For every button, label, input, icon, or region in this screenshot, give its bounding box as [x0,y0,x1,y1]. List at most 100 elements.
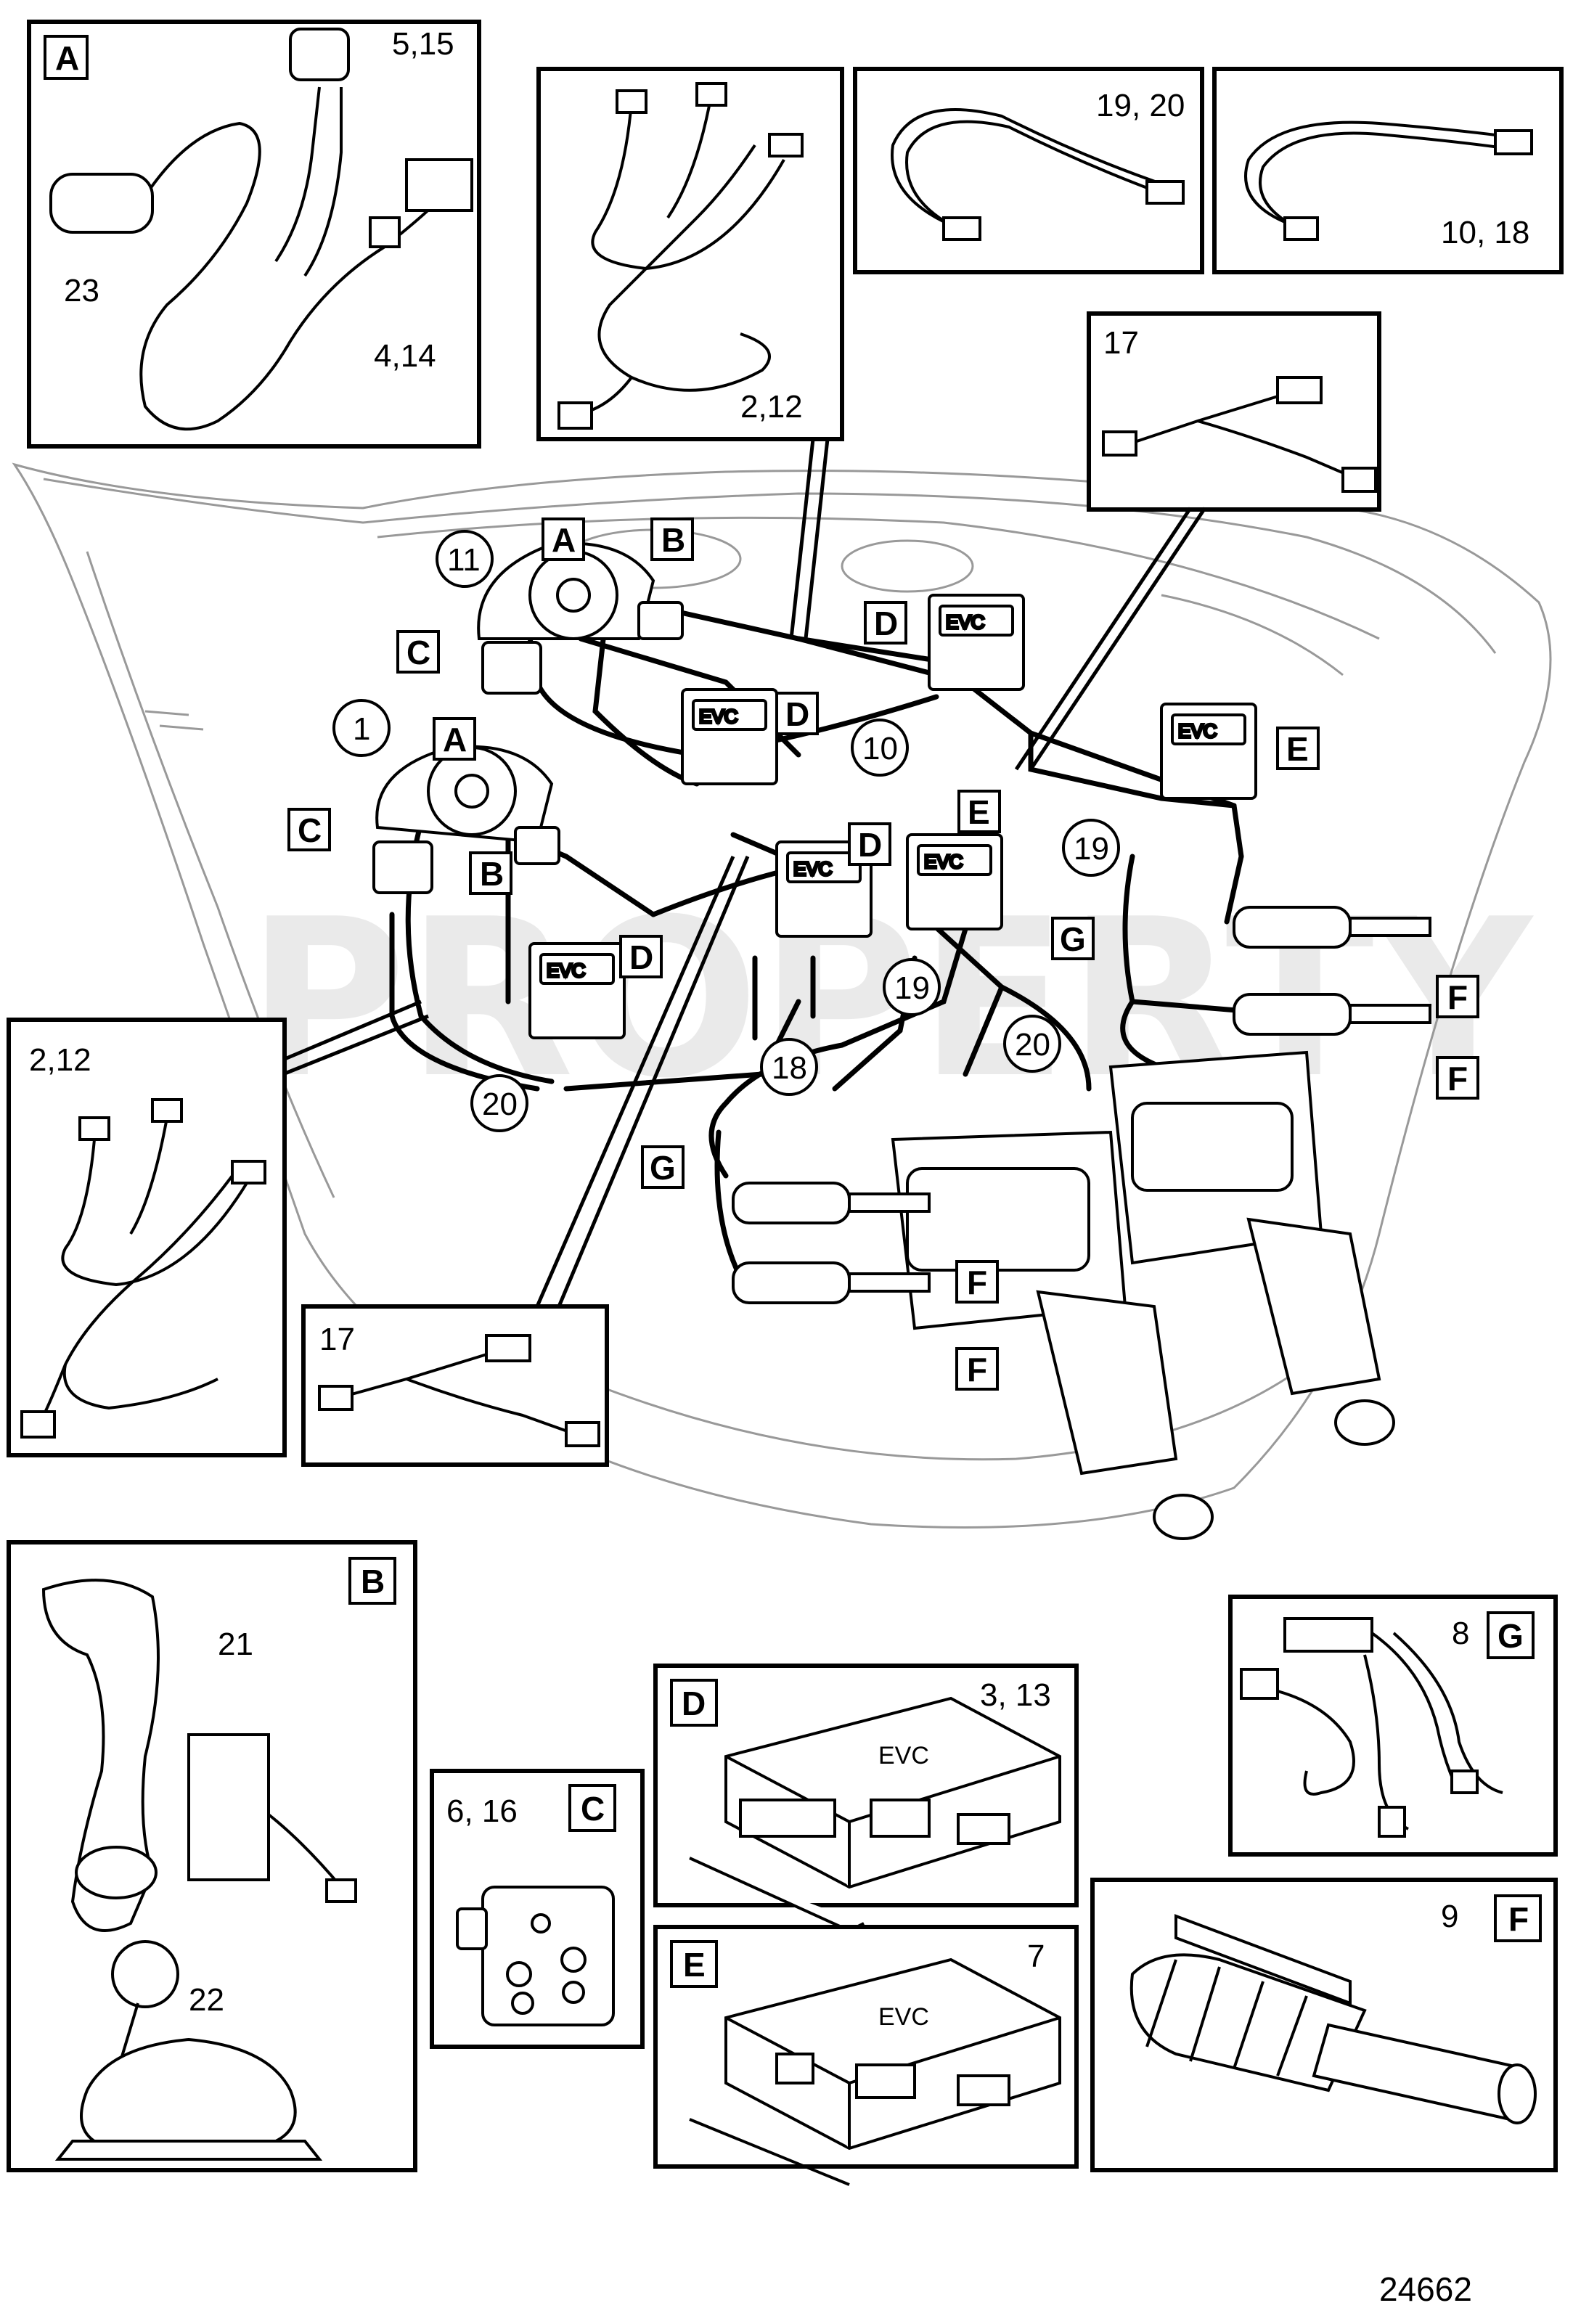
actuator-f-3 [732,1182,931,1224]
callout-b-upper: B [650,517,694,561]
svg-text:G: G [650,1149,676,1187]
part-label-9: 9 [1441,1899,1458,1934]
callout-19-a: 19 [1062,819,1120,877]
evc-module-e-upper: EVC [1160,703,1257,800]
svg-text:A: A [552,521,576,559]
control-lever-drawing [41,1579,357,2161]
circled-callouts: 11 1 10 19 19 18 20 20 [332,530,1120,1132]
evc-module-upper-center: EVC [681,688,778,785]
svg-text:D: D [858,826,882,864]
evc-logo-text: EVC [547,960,585,981]
panel-g-letter: G [1498,1617,1524,1655]
panel-g: G 8 [1228,1595,1558,1857]
svg-text:20: 20 [482,1087,518,1122]
cable-drawing [1244,120,1533,241]
leader-harness-top [789,438,830,639]
evc-logo-text: EVC [924,851,963,872]
panel-a-letter: A [55,39,79,77]
svg-text:A: A [443,721,467,758]
svg-text:F: F [1447,1060,1468,1097]
part-label-6-16: 6, 16 [446,1793,518,1829]
part-label-19-20: 19, 20 [1096,88,1185,123]
callout-11: 11 [436,530,494,588]
leader-y-top [1014,507,1207,771]
svg-text:D: D [785,695,809,733]
panel-y-adapter-top: 17 [1087,311,1381,512]
harness-drawing [20,1098,266,1439]
svg-text:D: D [629,938,653,976]
svg-text:F: F [1447,978,1468,1016]
part-label-4-14: 4,14 [374,338,436,374]
evc-logo-text: EVC [699,705,738,727]
svg-text:19: 19 [1074,831,1109,867]
callout-b-lower: B [469,851,512,895]
svg-text:11: 11 [447,542,481,578]
engine-port [891,1130,1214,1540]
svg-text:20: 20 [1015,1027,1050,1063]
callout-e-2: E [957,790,1001,833]
callout-f-4: F [955,1347,999,1391]
part-label-2-12: 2,12 [740,389,803,425]
callout-d-2: D [775,692,819,735]
svg-text:19: 19 [894,970,930,1006]
callout-18: 18 [760,1038,818,1096]
callout-19-b: 19 [883,958,941,1016]
evc-module-lower-left: EVC [528,942,626,1039]
panel-cable-19-20: 19, 20 [853,67,1204,274]
panel-d-letter: D [682,1685,706,1722]
evc-logo-text: EVC [793,858,832,880]
part-label-10-18: 10, 18 [1441,215,1529,250]
part-label-7: 7 [1027,1939,1045,1974]
part-label-17: 17 [1103,325,1139,361]
letter-callouts: A B C D D A C B D D E E G G F F F F [287,517,1479,1391]
helm-lower [372,745,560,894]
actuator-f-1 [1233,906,1431,949]
svg-text:F: F [967,1351,987,1388]
helm-upper [477,541,684,695]
panel-f-letter: F [1508,1900,1529,1938]
svg-text:B: B [480,855,504,893]
svg-text:18: 18 [772,1050,807,1086]
panel-y-adapter-bottom: 17 [301,1304,609,1467]
svg-text:C: C [298,811,322,849]
evc-module-e-lower: EVC [906,833,1003,930]
callout-c-lower: C [287,808,331,851]
evc-logo-text: EVC [1178,720,1217,742]
svg-text:1: 1 [353,711,370,747]
panel-harness-2-12-left: 2,12 [7,1018,287,1457]
evc-logo-e: EVC [878,2003,929,2031]
panel-harness-2-12-top: 2,12 [536,67,844,441]
svg-text:E: E [968,793,990,831]
y-adapter-drawing [1102,376,1377,493]
panel-e-letter: E [683,1946,706,1984]
panel-b: B 21 22 [7,1540,417,2172]
panel-d: D EVC 3, 13 [653,1664,1079,1933]
callout-10: 10 [851,719,909,777]
evc-logo-text: EVC [946,611,984,633]
callout-a-upper: A [542,517,585,561]
panel-cable-10-18: 10, 18 [1212,67,1564,274]
callout-f-2: F [1436,1056,1479,1100]
panel-b-letter: B [361,1563,385,1600]
callout-f-3: F [955,1260,999,1304]
svg-text:10: 10 [862,731,898,766]
evc-module-upper-right: EVC [928,594,1025,691]
actuator-drawing [1129,1914,1537,2124]
engine-starboard [1108,1050,1395,1446]
callout-g-1: G [1051,917,1095,960]
figure-id: 24662 [1379,2270,1472,2308]
part-label-5-15: 5,15 [392,26,454,62]
panel-c: C 6, 16 [430,1769,645,2049]
ignition-harness-drawing [49,28,473,431]
svg-text:D: D [874,605,898,642]
callout-d-1: D [864,601,907,645]
cable-drawing [891,108,1185,241]
panel-f: F 9 [1090,1878,1558,2172]
leader-y-bottom [535,856,750,1307]
callout-d-4: D [619,935,663,978]
callout-c-upper: C [396,630,440,674]
svg-text:E: E [1286,730,1309,768]
callout-e-1: E [1276,727,1320,770]
